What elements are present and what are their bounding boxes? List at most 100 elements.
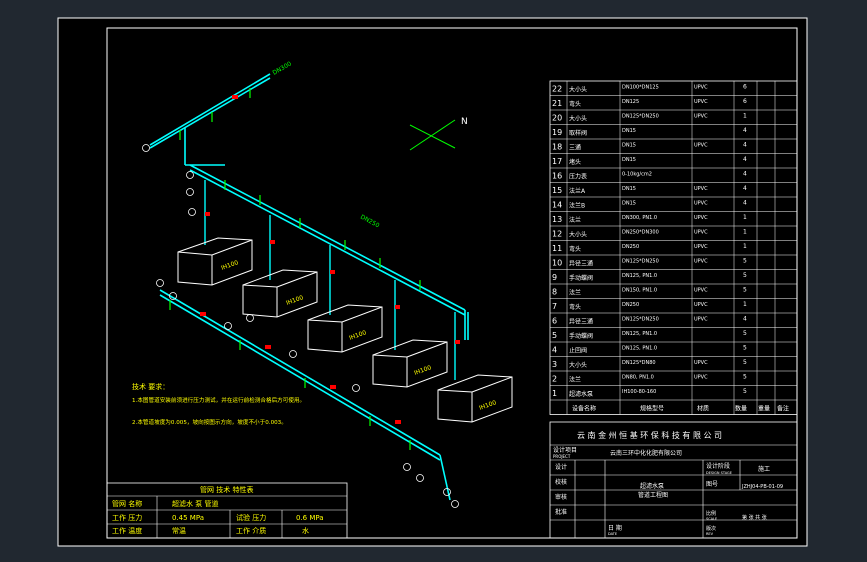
bom-border [549,80,798,415]
bom-row-qty: 5 [743,330,747,337]
bom-row-number: 3 [552,360,557,369]
bom-row-qty: 4 [743,185,747,192]
bom-row-spec: 0-10kg/cm2 [622,172,652,178]
bom-row-name: 法兰 [569,289,581,297]
bom-row-spec: DN125*DN80 [622,360,656,366]
bom-row-number: 19 [552,128,562,137]
bom-row-material: UPVC [694,360,708,366]
bom-row-name: 大小头 [569,361,587,369]
bom-row-spec: DN125, PN1.0 [622,331,657,337]
bom-row-name: 手动蝶阀 [569,274,593,282]
bom-row-qty: 5 [743,359,747,366]
bom-row-spec: DN125*DN250 [622,317,659,323]
bom-row-name: 堵头 [569,158,581,166]
bom-row-spec: DN250 [622,302,639,308]
bom-row-spec: DN80, PN1.0 [622,375,654,381]
check-label: 校核 [555,478,567,486]
bom-row-spec: DN250 [622,244,639,250]
project-label-en: PROJECT [553,454,571,459]
design-label: 设计 [555,463,567,471]
revision-label: 版次 [706,525,716,532]
bom-row-name: 异径三通 [569,260,593,268]
bom-row-name: 止回阀 [569,347,587,355]
bom-row-number: 6 [552,317,557,326]
spec-cell: 0.45 MPa [172,514,204,522]
bom-row-qty: 6 [743,84,747,91]
company-name: 云 南 金 州 恒 基 环 保 科 技 有 限 公 司 [577,430,722,440]
bom-row-spec: DN15 [622,157,636,163]
bom-row-number: 2 [552,375,557,384]
bom-header-weight: 重量 [758,405,770,413]
bom-row-name: 弯头 [569,100,581,108]
bom-header-material: 材质 [697,405,709,413]
bom-row-spec: DN125, PN1.0 [622,346,657,352]
bom-row-number: 15 [552,186,562,195]
bom-row-qty: 4 [743,200,747,207]
bom-row-name: 弯头 [569,245,581,253]
bom-row-qty: 1 [743,301,747,308]
spec-cell: 工作 介质 [236,526,266,535]
north-arrow [409,119,456,151]
bom-row-spec: DN15 [622,186,636,192]
bom-row-spec: IH100-80-160 [622,389,656,395]
bom-row-number: 10 [552,259,562,268]
bom-row-qty: 4 [743,142,747,149]
bom-row-material: UPVC [694,201,708,207]
bom-row-number: 22 [552,85,562,94]
sheet-label: 第 张 共 张 [742,514,767,521]
bom-row-name: 法兰 [569,376,581,384]
bom-row-qty: 1 [743,214,747,221]
bom-row-number: 14 [552,201,562,210]
bom-row-spec: DN125*DN250 [622,114,659,120]
pump-units [177,237,513,423]
bom-row-number: 9 [552,273,557,282]
stage-label: 设计阶段 [706,462,730,470]
bom-row-number: 18 [552,143,562,152]
bom-row-number: 16 [552,172,562,181]
scale-label: 比例 [706,510,716,517]
spec-cell: 常温 [172,526,186,535]
bom-row-material: UPVC [694,230,708,236]
bom-row-material: UPVC [694,99,708,105]
bom-row-material: UPVC [694,302,708,308]
audit-label: 审核 [555,493,567,501]
client-name: 云南三环中化化肥有限公司 [610,449,682,457]
bom-row-qty: 1 [743,243,747,250]
bom-row-name: 异径三通 [569,318,593,326]
bom-row-number: 8 [552,288,557,297]
tech-notes-heading: 技术 要求： [132,382,169,391]
bom-row-number: 4 [552,346,557,355]
bom-row-qty: 1 [743,113,747,120]
bom-row-material: UPVC [694,288,708,294]
spec-cell: 试验 压力 [236,513,266,522]
bom-row-number: 5 [552,331,557,340]
bom-row-name: 手动蝶阀 [569,332,593,340]
tech-notes-line2: 2.本管道坡度为0.005，坡向按图示方向，坡度不小于0.003。 [132,418,287,426]
bom-row-qty: 4 [743,156,747,163]
bom-row-number: 12 [552,230,562,239]
drawing-sheet [57,17,808,547]
bom-row-number: 21 [552,99,562,108]
bom-row-number: 17 [552,157,562,166]
bom-row-qty: 4 [743,316,747,323]
spec-cell: 管网 名称 [112,499,142,508]
spec-cell: 工作 压力 [112,513,142,522]
scale-label-en: SCALE [706,517,717,521]
drawing-name-line2: 管道工程图 [638,491,668,499]
stage-label-en: DESIGN STAGE [706,471,732,475]
bom-row-spec: DN150, PN1.0 [622,288,657,294]
bom-row-number: 13 [552,215,562,224]
bom-header-spec: 规格型号 [640,405,664,413]
spec-cell: 超滤水 泵 管道 [172,499,218,508]
bom-row-qty: 4 [743,171,747,178]
lower-header-pipe [159,289,451,501]
bom-row-spec: DN15 [622,143,636,149]
date-label-en: DATE [608,532,617,536]
spec-cell: 工作 温度 [112,526,142,535]
spec-table: 管网 技术 特性表 管网 名称 超滤水 泵 管道 工作 压力 0.45 MPa … [106,482,348,539]
bom-row-name: 大小头 [569,231,587,239]
upper-header-pipe [189,164,469,340]
bom-row-spec: DN15 [622,201,636,207]
bom-row-qty: 5 [743,258,747,265]
